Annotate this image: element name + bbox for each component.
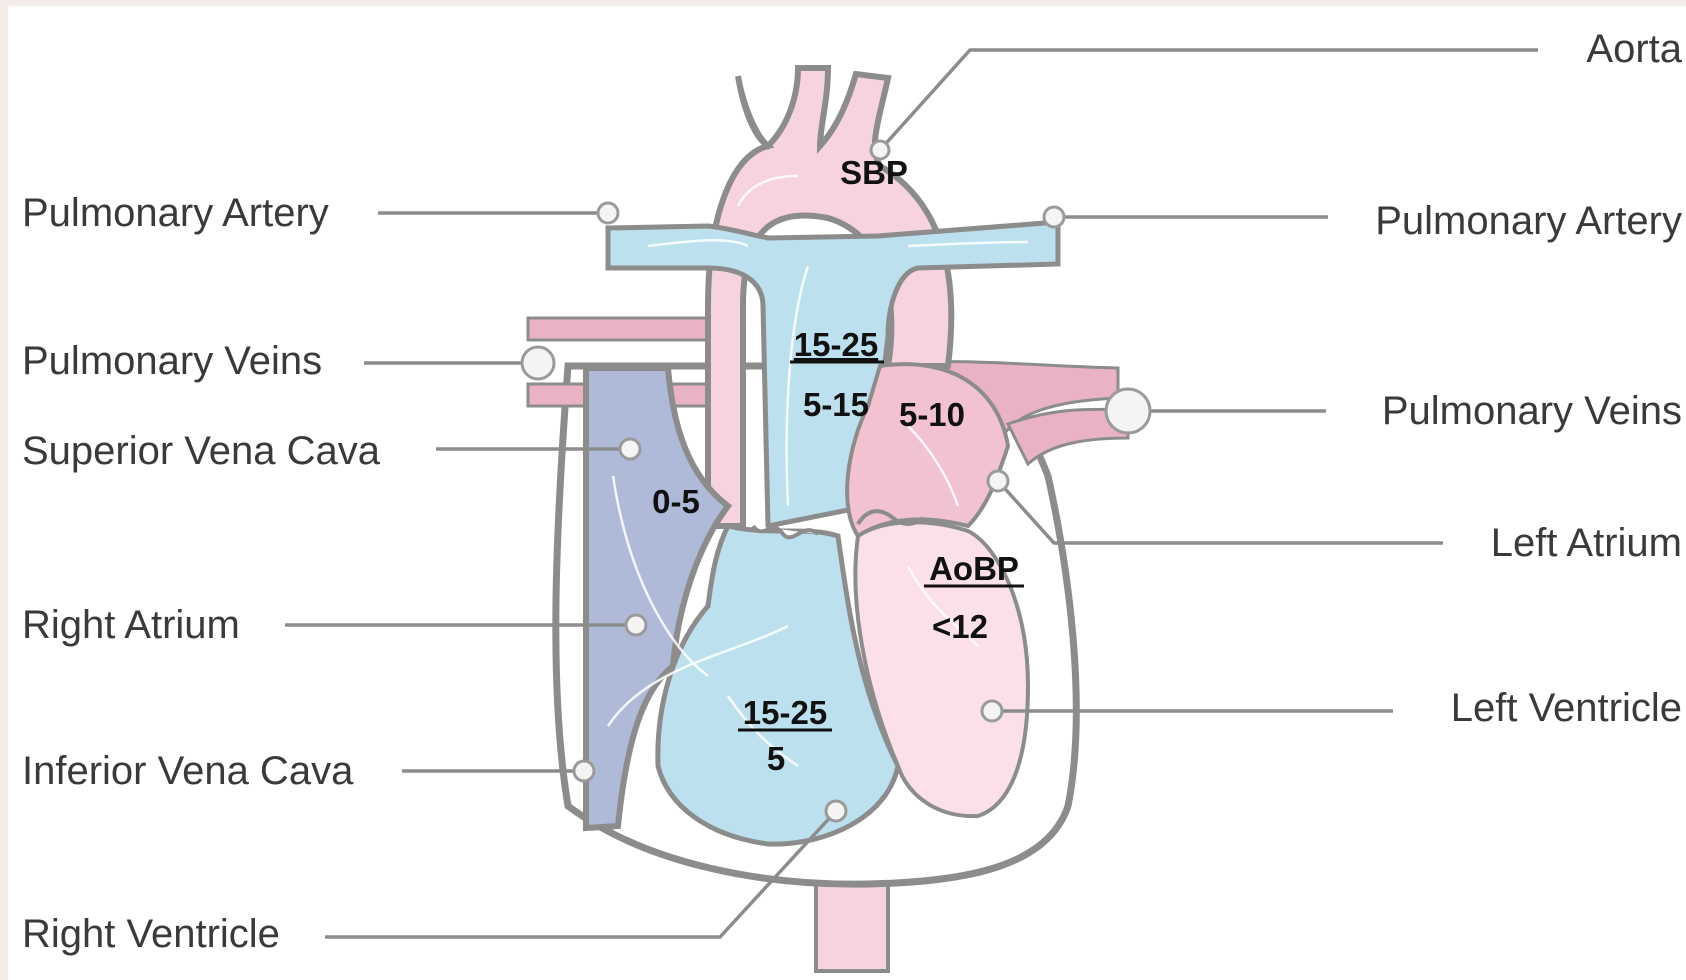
pulmonary-artery-right-pointer: [1044, 207, 1064, 227]
label-pulmonary-veins-right: Pulmonary Veins: [1382, 389, 1682, 433]
label-pulmonary-artery-right: Pulmonary Artery: [1375, 199, 1682, 243]
label-left-atrium: Left Atrium: [1491, 521, 1682, 565]
label-right-atrium: Right Atrium: [22, 603, 240, 647]
heart-diagram: Aorta Pulmonary Artery Pulmonary Artery …: [8, 6, 1686, 980]
label-aorta: Aorta: [1586, 27, 1682, 71]
label-pulmonary-artery-left: Pulmonary Artery: [22, 191, 329, 235]
label-superior-vena-cava: Superior Vena Cava: [22, 429, 381, 473]
right-ventricle-pointer: [826, 801, 846, 821]
value-aobp: AoBP: [929, 550, 1019, 587]
value-pa-diastolic: 5-15: [803, 386, 869, 423]
value-ra: 0-5: [652, 483, 700, 520]
value-la: 5-10: [899, 396, 965, 433]
inferior-vena-cava-pointer: [574, 761, 594, 781]
pulmonary-veins-left-pointer: [522, 347, 554, 379]
value-pa-systolic: 15-25: [794, 326, 878, 363]
value-sbp: SBP: [840, 154, 908, 191]
value-lv: <12: [932, 608, 988, 645]
label-pulmonary-veins-left: Pulmonary Veins: [22, 339, 322, 383]
left-ventricle-pointer: [982, 701, 1002, 721]
label-left-ventricle: Left Ventricle: [1451, 686, 1682, 730]
superior-vena-cava-pointer: [620, 439, 640, 459]
left-atrium-pointer: [988, 471, 1008, 491]
right-atrium-pointer: [626, 615, 646, 635]
value-rv-diastolic: 5: [767, 740, 785, 777]
pulmonary-artery-left-pointer: [598, 203, 618, 223]
value-rv-systolic: 15-25: [743, 694, 827, 731]
label-inferior-vena-cava: Inferior Vena Cava: [22, 749, 354, 793]
heart-illustration: Aorta Pulmonary Artery Pulmonary Artery …: [8, 6, 1686, 980]
label-right-ventricle: Right Ventricle: [22, 912, 280, 956]
pulmonary-veins-right-pointer: [1106, 389, 1150, 433]
